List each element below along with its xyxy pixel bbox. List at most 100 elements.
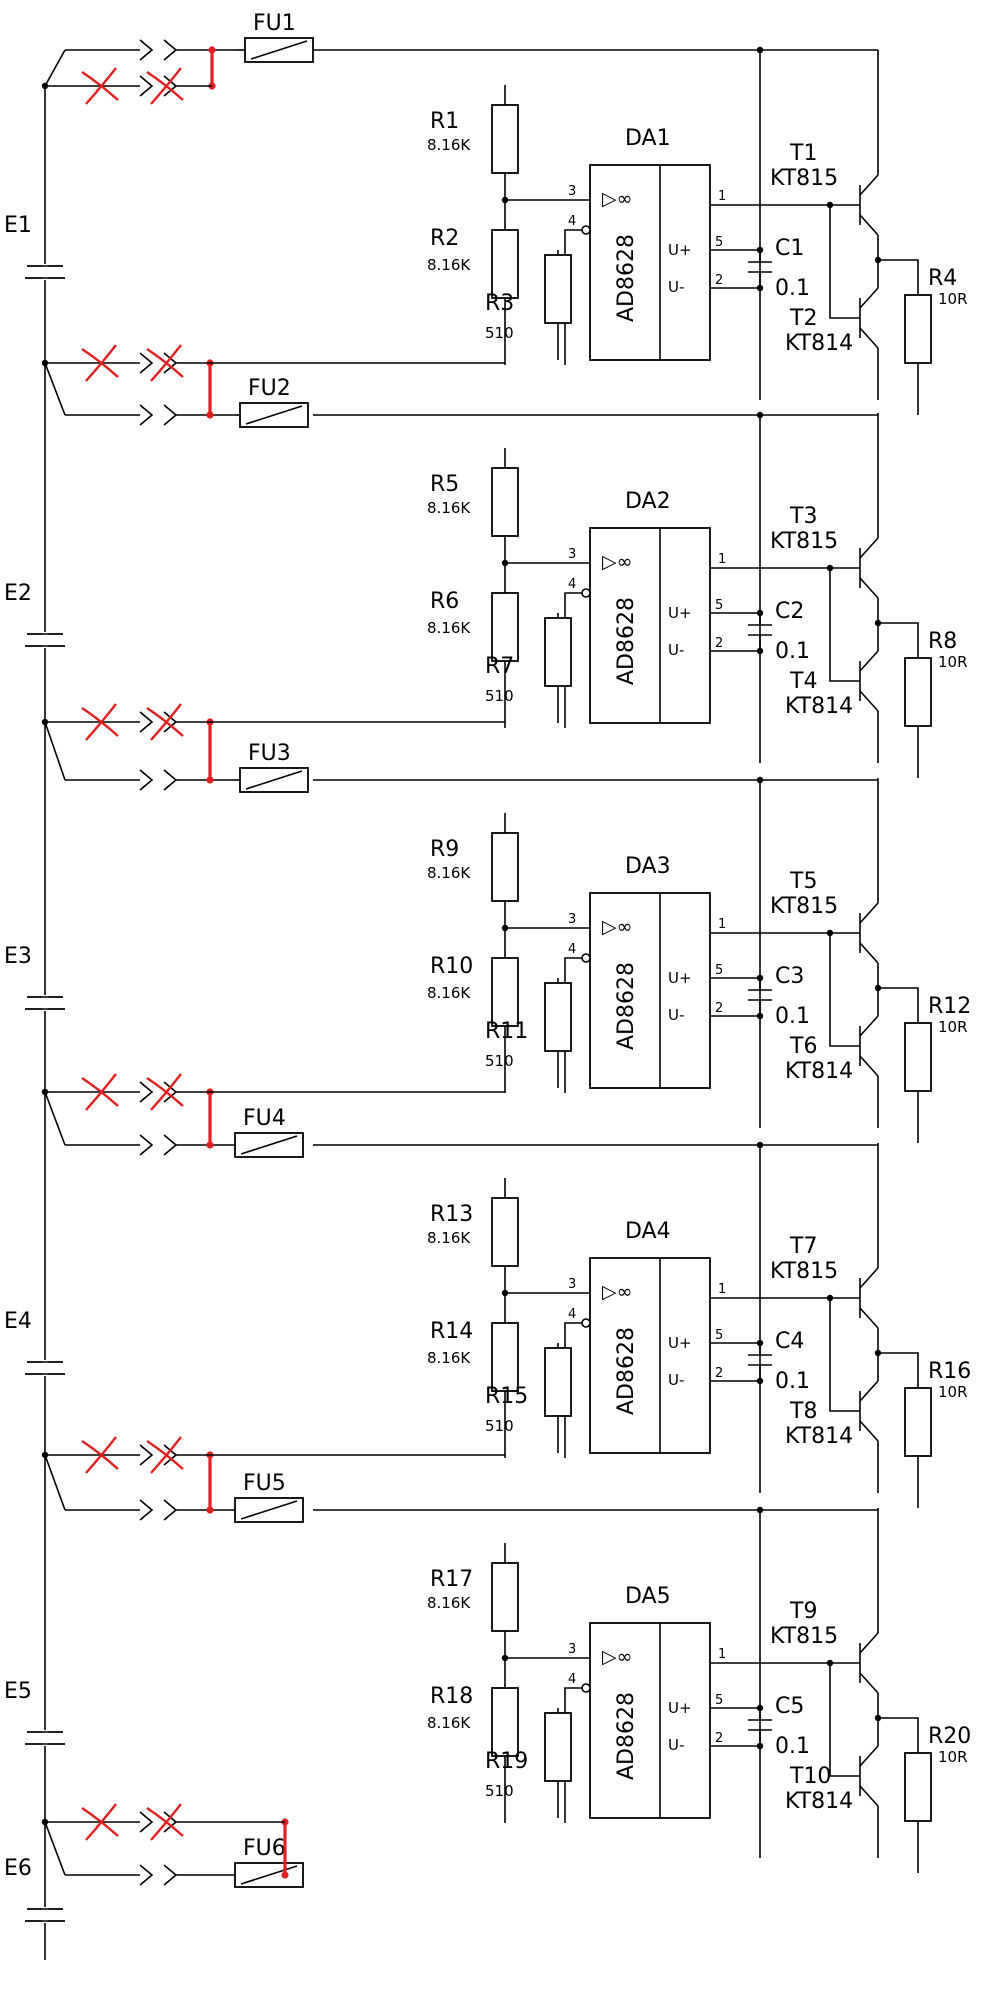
wire xyxy=(829,1663,860,1777)
strike-line xyxy=(85,1436,117,1474)
transistor-part: KT815 xyxy=(770,894,838,919)
transistor-part: KT815 xyxy=(770,1259,838,1284)
junction-dot xyxy=(41,1818,49,1826)
pin-number: 1 xyxy=(718,1647,726,1662)
resistor-label: R1 xyxy=(430,109,459,134)
transistor-label: T5 xyxy=(789,869,817,894)
resistor-value: 8.16K xyxy=(427,256,471,274)
pin-number: 5 xyxy=(715,1328,723,1343)
chevron xyxy=(139,711,154,733)
resistor-body xyxy=(544,1712,572,1782)
pin-number: 2 xyxy=(715,1366,723,1381)
battery: E3 xyxy=(4,944,65,1011)
pin-label: U- xyxy=(668,278,684,296)
opamp-symbol: ▷∞ xyxy=(602,916,632,938)
strike-mark xyxy=(81,703,119,741)
wire xyxy=(829,1298,860,1412)
wire xyxy=(859,1015,879,1037)
fuse-label: FU3 xyxy=(248,741,291,766)
opamp-label: DA5 xyxy=(625,1584,671,1609)
strike-mark xyxy=(146,1803,184,1841)
fuse-slash xyxy=(240,1135,298,1155)
strike-mark xyxy=(146,1436,184,1474)
pin-label: U+ xyxy=(668,241,692,259)
junction-dot xyxy=(41,718,49,726)
resistor-label: R2 xyxy=(430,226,459,251)
opamp-part: AD8628 xyxy=(614,1327,639,1415)
resistor-body xyxy=(904,657,932,727)
fuse-slash xyxy=(240,1500,298,1520)
transistor-part: KT815 xyxy=(770,1624,838,1649)
wire xyxy=(878,1352,919,1388)
wire xyxy=(859,537,879,559)
strike-line xyxy=(85,67,117,105)
fuse-label: FU6 xyxy=(243,1836,286,1861)
wire xyxy=(859,577,879,599)
wire xyxy=(859,1267,879,1289)
resistor-value: 8.16K xyxy=(427,619,471,637)
chevron xyxy=(139,1081,154,1103)
battery-label: E1 xyxy=(4,213,32,238)
connector-chevron xyxy=(139,769,178,791)
capacitor-value: 0.1 xyxy=(775,639,810,664)
transistor-label: T10 xyxy=(789,1764,831,1789)
opamp-body xyxy=(589,1257,711,1454)
stage-group: R18.16KR28.16KDA1▷∞AD862834R35101U+U-52C… xyxy=(427,50,971,1873)
resistor-body xyxy=(904,294,932,364)
inverting-bubble xyxy=(581,1683,591,1693)
wire xyxy=(44,1091,66,1146)
strike-line xyxy=(146,1077,184,1107)
wire xyxy=(859,690,879,712)
resistor-label: R19 xyxy=(485,1749,528,1774)
resistor-body xyxy=(904,1022,932,1092)
wire xyxy=(859,1420,879,1442)
inverting-bubble xyxy=(581,1318,591,1328)
resistor-body xyxy=(491,1687,519,1757)
junction-dot xyxy=(41,1451,49,1459)
gap xyxy=(42,1907,48,1923)
resistor-body xyxy=(904,1752,932,1822)
red-junction-dot xyxy=(281,1871,289,1879)
opamp-part: AD8628 xyxy=(614,1692,639,1780)
transistor-part: KT815 xyxy=(770,166,838,191)
chevron xyxy=(163,769,178,791)
strike-line xyxy=(146,707,184,737)
wire xyxy=(859,1672,879,1694)
transistor-label: T2 xyxy=(789,306,817,331)
resistor-value: 510 xyxy=(485,1782,514,1800)
opamp-part: AD8628 xyxy=(614,962,639,1050)
gap xyxy=(42,995,48,1011)
transistor-part: KT814 xyxy=(785,1059,853,1084)
resistor-value: 8.16K xyxy=(427,1714,471,1732)
stage-2: R58.16KR68.16KDA2▷∞AD862834R75101U+U-52C… xyxy=(427,413,968,778)
wire xyxy=(859,1745,879,1767)
strike-line xyxy=(150,344,182,382)
pin-number: 1 xyxy=(718,189,726,204)
transistor-label: T3 xyxy=(789,504,817,529)
resistor-label: R3 xyxy=(485,291,514,316)
pin-number: 5 xyxy=(715,235,723,250)
pin-label: U- xyxy=(668,1006,684,1024)
strike-line xyxy=(85,1803,117,1841)
pin-number: 4 xyxy=(568,942,576,957)
transistor-label: T8 xyxy=(789,1399,817,1424)
resistor-body xyxy=(491,229,519,299)
fuse-row: FU3 xyxy=(41,703,309,793)
strike-line xyxy=(81,1807,119,1837)
resistor-value: 10R xyxy=(938,1383,968,1401)
fuse-row: FU1 xyxy=(41,11,314,105)
strike-mark xyxy=(146,1073,184,1111)
pin-number: 1 xyxy=(718,552,726,567)
chevron xyxy=(139,1134,154,1156)
resistor-label: R9 xyxy=(430,837,459,862)
opamp-symbol: ▷∞ xyxy=(602,551,632,573)
transistor-part: KT814 xyxy=(785,1789,853,1814)
resistor-label: R5 xyxy=(430,472,459,497)
red-junction-dot xyxy=(206,411,214,419)
chevron xyxy=(139,1499,154,1521)
stage-3: R98.16KR108.16KDA3▷∞AD862834R115101U+U-5… xyxy=(427,778,971,1143)
wire xyxy=(829,568,860,682)
pin-number: 3 xyxy=(568,912,576,927)
transistor-label: T9 xyxy=(789,1599,817,1624)
gap xyxy=(42,632,48,648)
